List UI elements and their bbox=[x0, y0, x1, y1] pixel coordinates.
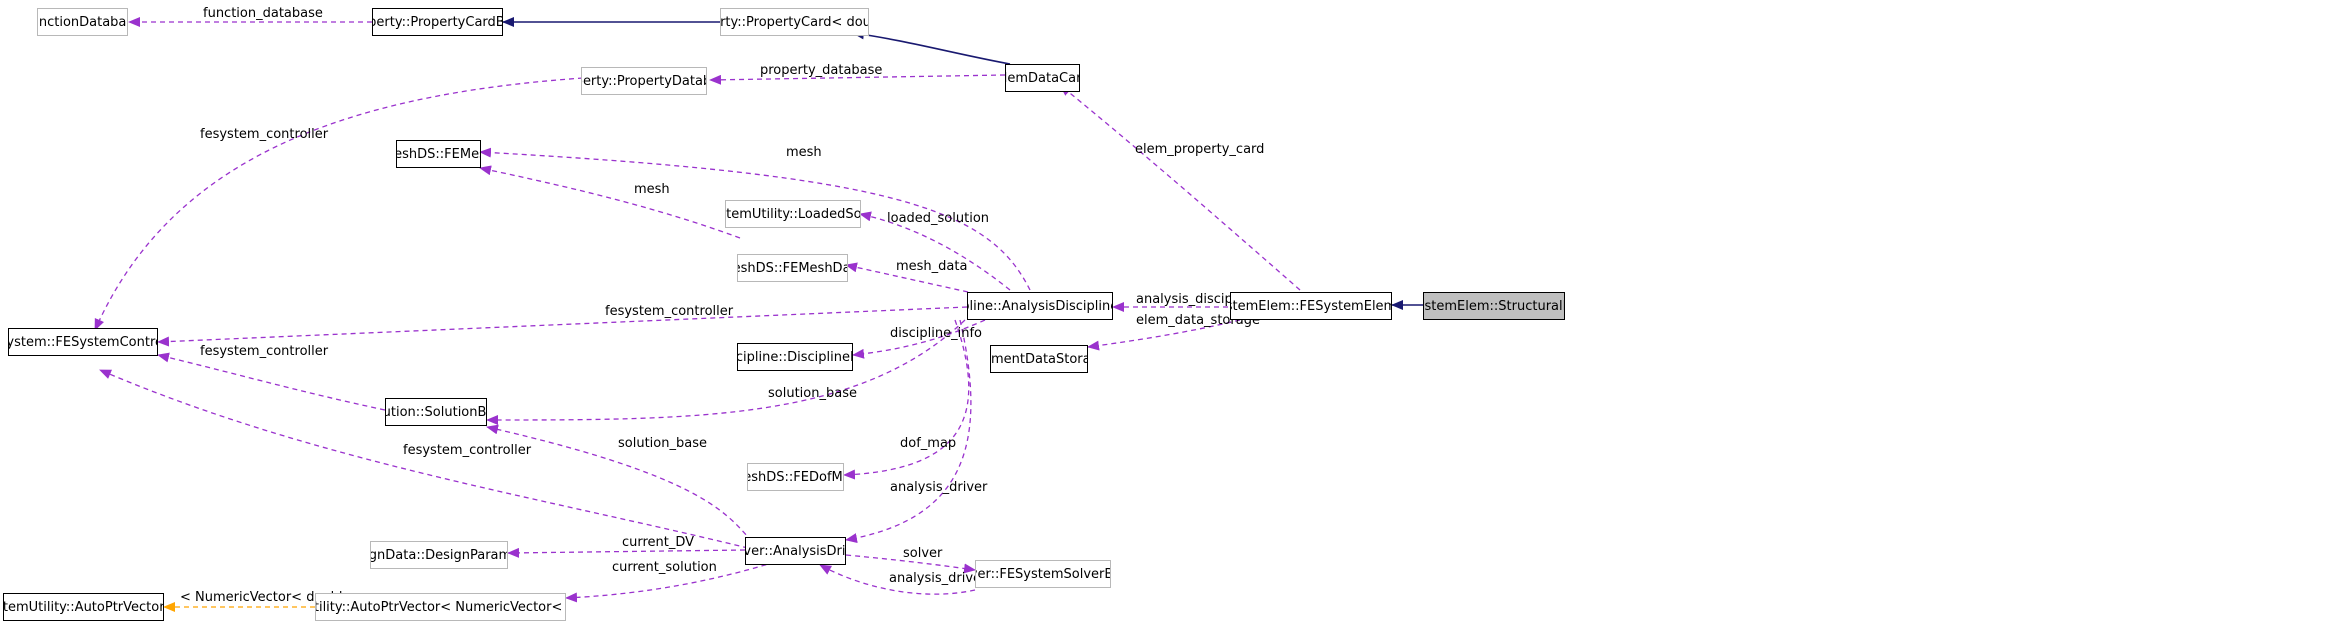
label-mesh-1: mesh bbox=[786, 145, 822, 160]
node-element-data-storage[interactable]: ElementDataStorage bbox=[990, 345, 1088, 373]
node-elem-data-card[interactable]: ElemDataCard bbox=[1005, 64, 1080, 92]
edge-solver bbox=[845, 554, 976, 574]
edge-fesystem-controller-1 bbox=[94, 77, 584, 331]
node-autoptr-vector-numeric[interactable]: FESystemUtility::AutoPtrVector< NumericV… bbox=[315, 593, 566, 621]
node-structural-elem[interactable]: FESystemElem::StructuralElem bbox=[1423, 292, 1565, 320]
node-property-card-double[interactable]: Property::PropertyCard< double > bbox=[720, 8, 869, 36]
label-mesh-data: mesh_data bbox=[896, 259, 967, 274]
node-analysis-discipline-base[interactable]: Discipline::AnalysisDisciplineBase bbox=[967, 292, 1113, 320]
label-fesystem-controller-3: fesystem_controller bbox=[200, 344, 329, 359]
edge-loaded-solution bbox=[859, 211, 1011, 291]
label-mesh-2: mesh bbox=[634, 182, 670, 197]
edge-solution-base-1 bbox=[486, 319, 966, 425]
edge-mesh-2 bbox=[479, 165, 741, 239]
edge-discipline-info bbox=[852, 319, 986, 359]
node-fesystem-elem-base[interactable]: FESystemElem::FESystemElemBase bbox=[1230, 292, 1392, 320]
label-current-dv: current_DV bbox=[622, 535, 694, 550]
inherit-elemdatacard-to-propertycard bbox=[852, 29, 1011, 65]
edge-dof-map bbox=[843, 319, 970, 480]
node-solver-base[interactable]: Solver::FESystemSolverBase bbox=[975, 560, 1111, 588]
edge-elem-property-card bbox=[1059, 84, 1301, 291]
label-solution-base-1: solution_base bbox=[768, 386, 857, 401]
label-loaded-solution: loaded_solution bbox=[887, 211, 989, 226]
label-fesystem-controller-1: fesystem_controller bbox=[200, 127, 329, 142]
label-function-database: function_database bbox=[203, 6, 323, 21]
edge-analysis-driver-1 bbox=[845, 319, 972, 544]
edge-current-dv bbox=[507, 547, 746, 558]
edge-current-solution bbox=[565, 561, 776, 603]
node-fesystem-controller[interactable]: FESystem::FESystemController bbox=[8, 328, 158, 356]
label-solver: solver bbox=[903, 546, 943, 561]
label-solution-base-2: solution_base bbox=[618, 436, 707, 451]
label-analysis-discipline: analysis_discipline bbox=[1136, 292, 1256, 307]
node-femesh-data[interactable]: MeshDS::FEMeshData bbox=[737, 254, 848, 282]
edge-mesh-1 bbox=[479, 147, 1031, 291]
node-property-card-base[interactable]: Property::PropertyCardBase bbox=[372, 8, 503, 36]
node-autoptr-vector-t[interactable]: FESystemUtility::AutoPtrVector< T > bbox=[3, 593, 164, 621]
edge-fesystem-controller-2 bbox=[157, 306, 968, 347]
node-analysis-driver[interactable]: Driver::AnalysisDriver bbox=[745, 537, 846, 565]
edge-fesystem-controller-3 bbox=[157, 352, 386, 411]
node-mesh-femesh[interactable]: MeshDS::FEMesh bbox=[396, 140, 481, 168]
label-elem-data-storage: elem_data_storage bbox=[1136, 313, 1260, 328]
node-property-database[interactable]: Property::PropertyDatabase bbox=[581, 67, 707, 95]
node-loaded-solution[interactable]: FESystemUtility::LoadedSolution bbox=[725, 200, 861, 228]
label-property-database: property_database bbox=[760, 63, 882, 78]
edge-solution-base-2 bbox=[486, 424, 759, 549]
node-solution-base[interactable]: Solution::SolutionBase bbox=[385, 398, 487, 426]
node-function-database[interactable]: FunctionDatabase bbox=[37, 8, 128, 36]
label-analysis-driver-2: analysis_driver bbox=[889, 571, 987, 586]
edge-elem-data-storage bbox=[1087, 319, 1241, 351]
label-dof-map: dof_map bbox=[900, 436, 956, 451]
node-fe-dof-map[interactable]: MeshDS::FEDofMap bbox=[747, 463, 844, 491]
label-elem-property-card: elem_property_card bbox=[1135, 142, 1264, 157]
edge-analysis-driver-2 bbox=[819, 564, 976, 595]
node-discipline-info[interactable]: Discipline::DisciplineInfo bbox=[737, 343, 853, 371]
edge-fesystem-controller-4 bbox=[99, 369, 749, 549]
label-current-solution: current_solution bbox=[612, 560, 717, 575]
edge-property-database bbox=[709, 74, 1006, 85]
edge-mesh-data bbox=[845, 262, 969, 293]
label-fesystem-controller-4: fesystem_controller bbox=[403, 443, 532, 458]
label-analysis-driver-1: analysis_driver bbox=[890, 480, 988, 495]
label-discipline-info: discipline_info bbox=[890, 326, 982, 341]
node-design-parameter[interactable]: DesignData::DesignParameter bbox=[370, 541, 508, 569]
label-fesystem-controller-2: fesystem_controller bbox=[605, 304, 734, 319]
